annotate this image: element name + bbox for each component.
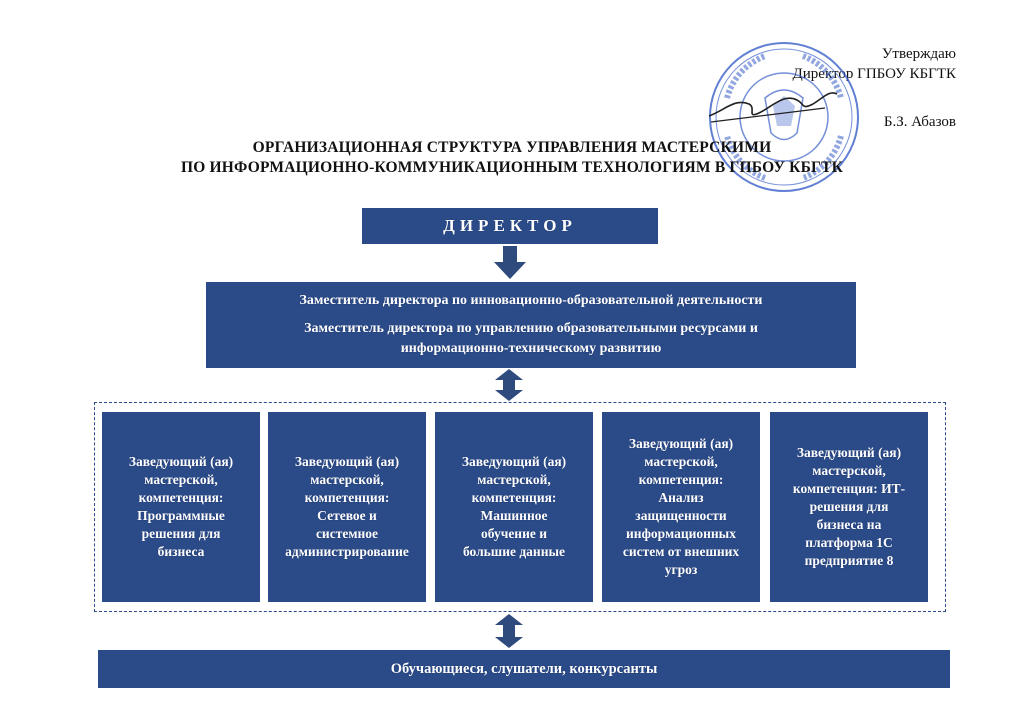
students-box: Обучающиеся, слушатели, конкурсанты [98, 650, 950, 688]
text-line: Сетевое и [317, 508, 377, 523]
text-line: обучение и [480, 526, 548, 541]
stamp-seal-icon [708, 42, 859, 192]
workshops-group [94, 402, 946, 612]
text-line: Заведующий (ая) [628, 436, 734, 451]
workshop-head-text: Заведующий (ая) мастерской, компетенция:… [129, 453, 233, 561]
text-line: компетенция: ИТ- [792, 481, 906, 496]
deputy-innovation: Заместитель директора по инновационно-об… [299, 293, 763, 308]
text-line: информационных [626, 526, 736, 541]
text-line: системное [315, 526, 379, 541]
director-box: ДИРЕКТОР [362, 208, 658, 244]
approval-line: Утверждаю [881, 46, 956, 62]
diagram-title: ОРГАНИЗАЦИОННАЯ СТРУКТУРА УПРАВЛЕНИЯ МАС… [0, 138, 1024, 178]
text-line: мастерской, [477, 472, 551, 487]
text-line: Заведующий (ая) [796, 445, 902, 460]
arrow-updown-icon [495, 369, 523, 401]
text-line: решения для [141, 526, 221, 541]
deputy-resources-line-1: Заместитель директора по управлению обра… [304, 321, 758, 336]
title-line-2: ПО ИНФОРМАЦИОННО-КОММУНИКАЦИОННЫМ ТЕХНОЛ… [180, 159, 844, 176]
deputy-resources-line-2: информационно-техническому развитию [400, 341, 662, 356]
text-line: бизнеса на [816, 517, 882, 532]
text-line: систем от внешних [622, 544, 740, 559]
workshop-head-ml: Заведующий (ая) мастерской, компетенция:… [435, 412, 593, 602]
text-line: компетенция: [304, 490, 390, 505]
text-line: компетенция: [471, 490, 557, 505]
text-line: компетенция: [638, 472, 724, 487]
text-line: защищенности [635, 508, 727, 523]
text-line: Заведующий (ая) [461, 454, 567, 469]
text-line: Заведующий (ая) [128, 454, 234, 469]
text-line: Машинное [480, 508, 548, 523]
workshop-head-text: Заведующий (ая) мастерской, компетенция:… [462, 453, 566, 561]
text-line: администрирование [285, 544, 409, 559]
text-line: мастерской, [644, 454, 718, 469]
text-line: бизнеса [157, 544, 205, 559]
text-line: мастерской, [310, 472, 384, 487]
approval-signer: Б.З. Абазов [883, 114, 956, 130]
workshop-head-text: Заведующий (ая) мастерской, компетенция:… [623, 435, 739, 579]
text-line: большие данные [462, 544, 566, 559]
text-line: предприятие 8 [804, 553, 894, 568]
text-line: компетенция: [138, 490, 224, 505]
text-line: мастерской, [812, 463, 886, 478]
text-line: платформа 1С [805, 535, 893, 550]
arrow-down-icon [494, 246, 526, 279]
workshop-head-security: Заведующий (ая) мастерской, компетенция:… [602, 412, 760, 602]
title-line-1: ОРГАНИЗАЦИОННАЯ СТРУКТУРА УПРАВЛЕНИЯ МАС… [252, 139, 772, 156]
workshop-head-text: Заведующий (ая) мастерской, компетенция:… [793, 444, 905, 570]
arrow-updown-icon [495, 614, 523, 648]
text-line: решения для [809, 499, 889, 514]
text-line: Анализ [658, 490, 704, 505]
workshop-head-network: Заведующий (ая) мастерской, компетенция:… [268, 412, 426, 602]
workshop-head-software: Заведующий (ая) мастерской, компетенция:… [102, 412, 260, 602]
text-line: мастерской, [144, 472, 218, 487]
text-line: Программные [137, 508, 225, 523]
workshop-head-1c: Заведующий (ая) мастерской, компетенция:… [770, 412, 928, 602]
text-line: Заведующий (ая) [294, 454, 400, 469]
deputy-directors-box: Заместитель директора по инновационно-об… [206, 282, 856, 368]
workshop-head-text: Заведующий (ая) мастерской, компетенция:… [285, 453, 409, 561]
text-line: угроз [664, 562, 698, 577]
